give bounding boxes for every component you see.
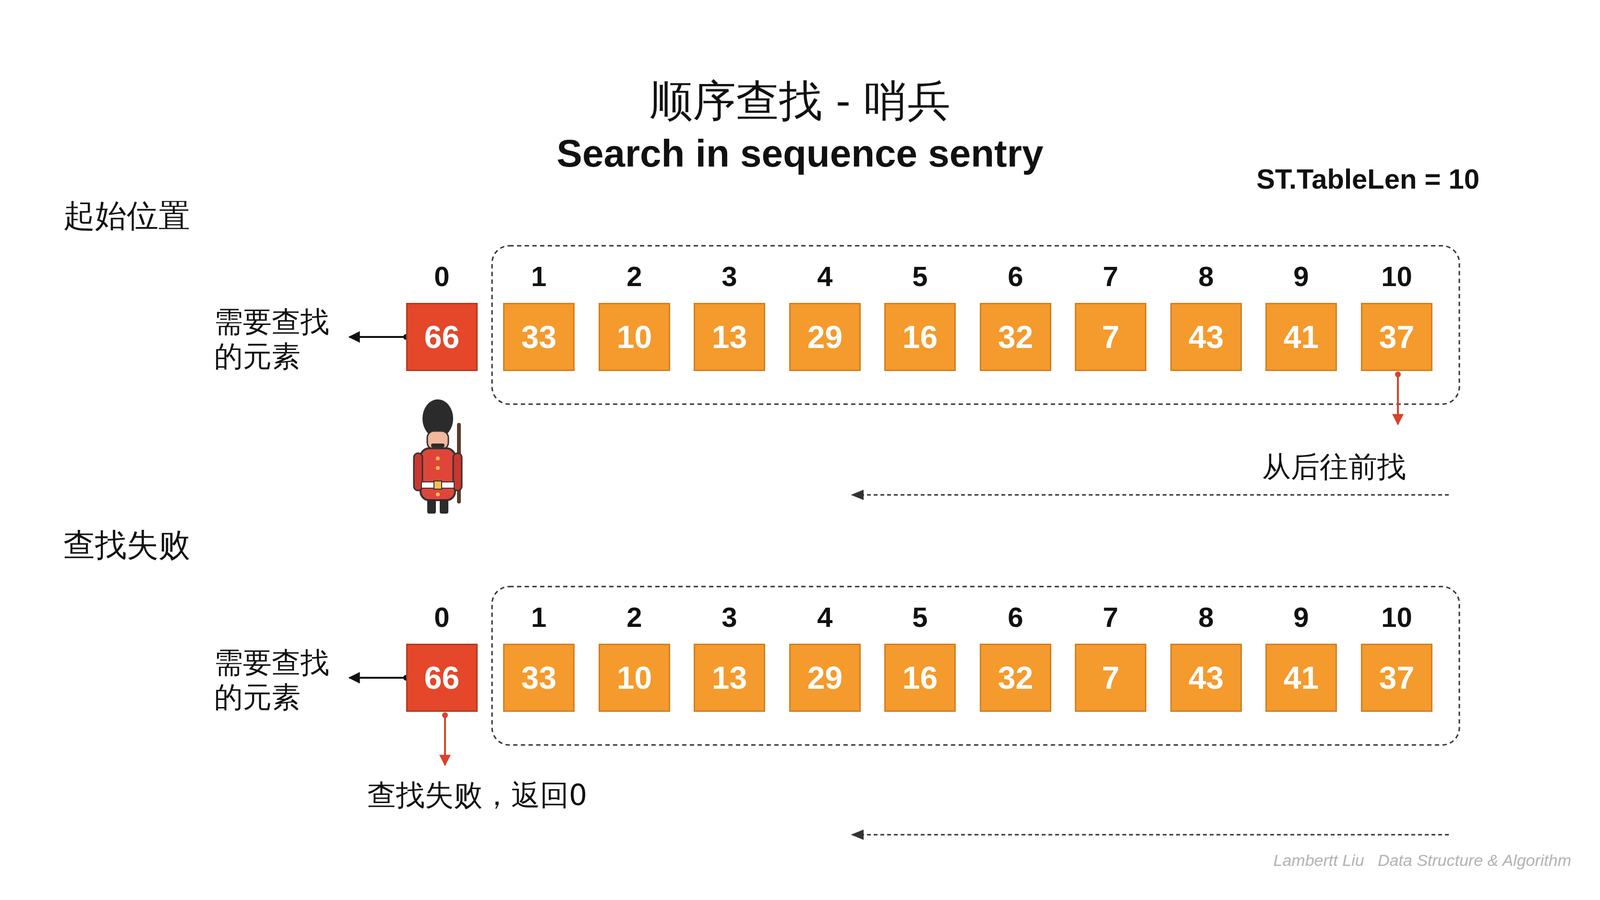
pointer-arrow (1396, 374, 1399, 425)
index-label: 7 (1066, 598, 1155, 637)
leader-arrow (349, 336, 407, 338)
index-label: 1 (494, 257, 583, 296)
array-cell: 210 (598, 302, 671, 372)
cell-value: 43 (1188, 659, 1224, 697)
cell-value: 29 (807, 318, 843, 356)
cell-value: 41 (1283, 318, 1319, 356)
cell-value: 16 (902, 659, 938, 697)
index-label: 3 (685, 257, 774, 296)
array-cell: 941 (1265, 302, 1337, 372)
section-heading: 查找失败 (63, 526, 191, 565)
array-cell: 77 (1074, 643, 1147, 712)
cell-value: 32 (998, 659, 1034, 697)
array-cell: 429 (789, 302, 861, 372)
array-cell: 516 (884, 302, 956, 372)
note-text: 需要查找 的元素 (214, 645, 344, 715)
array-cell: 632 (979, 302, 1052, 372)
index-label: 8 (1162, 257, 1251, 296)
cell-value: 66 (424, 318, 460, 356)
cell-value: 43 (1188, 318, 1224, 356)
direction-arrow (852, 834, 1449, 836)
page-title: 顺序查找 - 哨兵 (0, 72, 1600, 130)
pointer-arrow (444, 715, 446, 766)
index-label: 8 (1162, 598, 1251, 637)
index-label: 9 (1257, 257, 1346, 296)
index-label: 10 (1352, 257, 1441, 296)
cell-value: 66 (424, 659, 460, 697)
index-label: 6 (971, 257, 1060, 296)
cell-value: 37 (1379, 659, 1415, 697)
table-length: ST.TableLen = 10 (1256, 162, 1480, 196)
cell-value: 33 (521, 318, 557, 356)
sentry-cell: 066 (406, 643, 478, 712)
array-cell: 133 (503, 643, 575, 712)
index-label: 6 (971, 598, 1060, 637)
section-heading: 起始位置 (63, 196, 191, 235)
cell-value: 16 (902, 318, 938, 356)
array-cell: 632 (979, 643, 1052, 712)
index-label: 2 (590, 257, 679, 296)
index-label: 3 (685, 598, 774, 637)
cell-value: 10 (616, 659, 652, 697)
dashed-frame (492, 586, 1460, 746)
cell-value: 32 (998, 318, 1034, 356)
array-cell: 313 (693, 302, 766, 372)
index-label: 4 (781, 257, 869, 296)
cell-value: 33 (521, 659, 557, 697)
note-text: 需要查找 的元素 (214, 304, 344, 374)
index-label: 5 (876, 257, 964, 296)
direction-arrow (852, 494, 1449, 496)
index-label: 2 (590, 598, 679, 637)
index-label: 5 (876, 598, 964, 637)
result-note: 查找失败，返回0 (367, 777, 588, 813)
array-cell: 313 (693, 643, 766, 712)
array-cell: 516 (884, 643, 956, 712)
array-cell: 1037 (1360, 302, 1433, 372)
cell-value: 7 (1101, 659, 1120, 697)
array-cell: 210 (598, 643, 671, 712)
cell-value: 13 (711, 318, 747, 356)
sentry-cell: 066 (406, 302, 478, 372)
index-label: 0 (397, 598, 486, 637)
array-cell: 843 (1170, 302, 1242, 372)
array-cell: 77 (1074, 302, 1147, 372)
index-label: 10 (1352, 598, 1441, 637)
array-cell: 941 (1265, 643, 1337, 712)
array-cell: 1037 (1360, 643, 1433, 712)
index-label: 1 (494, 598, 583, 637)
index-label: 7 (1066, 257, 1155, 296)
index-label: 9 (1257, 598, 1346, 637)
direction-note: 从后往前找 (1262, 449, 1407, 484)
cell-value: 7 (1101, 318, 1120, 356)
cell-value: 29 (807, 659, 843, 697)
dashed-frame (492, 245, 1460, 405)
cell-value: 13 (711, 659, 747, 697)
array-cell: 843 (1170, 643, 1242, 712)
array-cell: 133 (503, 302, 575, 372)
watermark: Lambertt Liu Data Structure & Algorithm (1273, 850, 1572, 871)
cell-value: 37 (1379, 318, 1415, 356)
cell-value: 10 (616, 318, 652, 356)
index-label: 4 (781, 598, 869, 637)
index-label: 0 (397, 257, 486, 296)
leader-arrow (349, 676, 407, 679)
array-cell: 429 (789, 643, 861, 712)
guard-illustration (413, 399, 462, 514)
cell-value: 41 (1283, 659, 1319, 697)
